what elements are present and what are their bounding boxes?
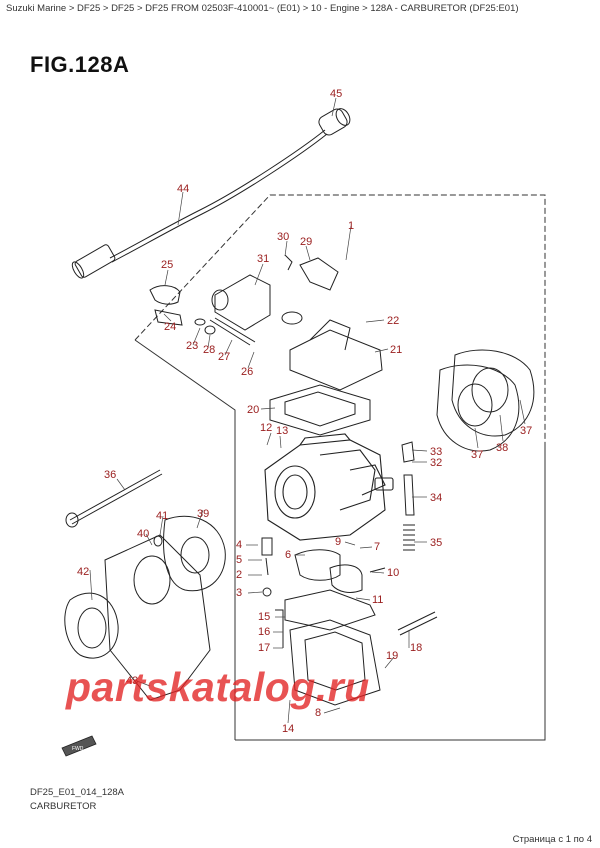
callout-14[interactable]: 14 — [282, 723, 294, 735]
callout-13[interactable]: 13 — [276, 425, 288, 437]
callout-44[interactable]: 44 — [177, 183, 189, 195]
callout-28[interactable]: 28 — [203, 344, 215, 356]
callout-21[interactable]: 21 — [390, 344, 402, 356]
callout-41[interactable]: 41 — [156, 510, 168, 522]
callout-6[interactable]: 6 — [285, 549, 291, 561]
callout-27[interactable]: 27 — [218, 351, 230, 363]
leader-lines — [89, 97, 526, 724]
callout-2[interactable]: 2 — [236, 569, 242, 581]
diagram-name: CARBURETOR — [30, 801, 97, 812]
callout-12[interactable]: 12 — [260, 422, 272, 434]
callout-34[interactable]: 34 — [430, 492, 442, 504]
page-indicator: Страница с 1 по 4 — [512, 834, 592, 845]
callout-18[interactable]: 18 — [410, 642, 422, 654]
callout-39[interactable]: 39 — [197, 508, 209, 520]
callout-19[interactable]: 19 — [386, 650, 398, 662]
callout-35[interactable]: 35 — [430, 537, 442, 549]
callout-20[interactable]: 20 — [247, 404, 259, 416]
callout-43[interactable]: 43 — [126, 675, 138, 687]
callout-31[interactable]: 31 — [257, 253, 269, 265]
callout-15[interactable]: 15 — [258, 611, 270, 623]
float-bowl-parts — [261, 537, 438, 706]
callout-8[interactable]: 8 — [315, 707, 321, 719]
callout-24[interactable]: 24 — [164, 321, 176, 333]
figure-title: FIG.128A — [30, 52, 130, 77]
intake-parts — [64, 469, 226, 701]
svg-text:FWD: FWD — [72, 746, 84, 752]
gasket-20 — [269, 384, 371, 436]
callout-45[interactable]: 45 — [330, 88, 342, 100]
callout-22[interactable]: 22 — [387, 315, 399, 327]
callout-29[interactable]: 29 — [300, 236, 312, 248]
diagram-code: DF25_E01_014_128A — [30, 787, 125, 798]
callout-23[interactable]: 23 — [186, 340, 198, 352]
callout-4[interactable]: 4 — [236, 539, 242, 551]
callout-30[interactable]: 30 — [277, 231, 289, 243]
watermark: partskatalog.ru — [66, 664, 370, 710]
breadcrumb[interactable]: Suzuki Marine > DF25 > DF25 > DF25 FROM … — [6, 3, 519, 14]
fwd-arrow: FWD — [61, 735, 97, 757]
callout-25[interactable]: 25 — [161, 259, 173, 271]
callout-26[interactable]: 26 — [241, 366, 253, 378]
callout-11[interactable]: 11 — [372, 594, 383, 606]
carburetor-body — [264, 433, 394, 541]
callout-33[interactable]: 33 — [430, 446, 442, 458]
callout-42[interactable]: 42 — [77, 566, 89, 578]
callout-10[interactable]: 10 — [387, 567, 399, 579]
callout-17[interactable]: 17 — [258, 642, 270, 654]
part-callouts: 1 2 3 4 5 6 7 8 9 10 11 12 13 14 15 16 1… — [77, 88, 532, 735]
callout-16[interactable]: 16 — [258, 626, 270, 638]
callout-37a[interactable]: 37 — [471, 449, 483, 461]
callout-32[interactable]: 32 — [430, 457, 442, 469]
carb-upper-parts — [149, 254, 383, 391]
callout-40[interactable]: 40 — [137, 528, 149, 540]
callout-1[interactable]: 1 — [348, 220, 354, 232]
callout-9[interactable]: 9 — [335, 536, 341, 548]
callout-37b[interactable]: 37 — [520, 425, 532, 437]
callout-7[interactable]: 7 — [374, 541, 380, 553]
callout-38[interactable]: 38 — [496, 442, 508, 454]
cable-assembly — [71, 108, 351, 279]
assembly-frame — [134, 194, 546, 741]
callout-5[interactable]: 5 — [236, 554, 242, 566]
callout-3[interactable]: 3 — [236, 587, 242, 599]
right-side-parts — [401, 349, 535, 551]
callout-36[interactable]: 36 — [104, 469, 116, 481]
